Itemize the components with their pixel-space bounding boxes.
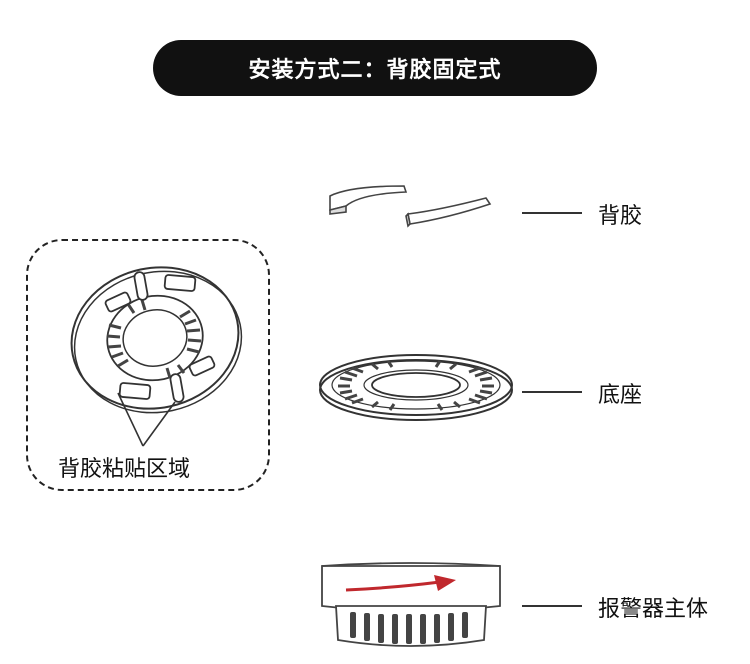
- label-adhesive: 背胶: [598, 204, 643, 229]
- callout-line-base: [522, 391, 582, 393]
- adhesive-strips-illustration: [329, 185, 492, 228]
- base-top-view-illustration: [70, 266, 243, 447]
- label-adhesive-area: 背胶粘贴区域: [58, 457, 191, 482]
- alarm-main-body-illustration: [321, 562, 501, 647]
- title-banner: 安装方式二：背胶固定式: [153, 40, 597, 96]
- adhesive-area-pointer-lines: [117, 392, 176, 447]
- callout-line-adhesive: [522, 212, 582, 214]
- label-main-body: 报警器主体: [598, 597, 709, 622]
- adhesive-area-detail-box: [26, 239, 270, 491]
- rotation-arrow-icon: [345, 575, 456, 592]
- callout-line-main-body: [522, 605, 582, 607]
- base-illustration: [319, 354, 513, 421]
- label-base: 底座: [598, 383, 643, 408]
- title-text: 安装方式二：背胶固定式: [248, 58, 502, 83]
